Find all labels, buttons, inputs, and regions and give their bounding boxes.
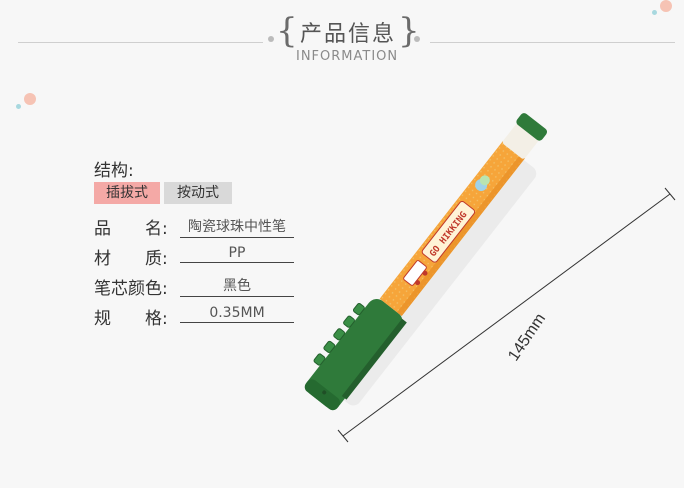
brace-left: { <box>276 11 298 51</box>
header-dot-right <box>414 36 420 42</box>
page-subtitle: INFORMATION <box>296 49 399 64</box>
header-line-left <box>18 42 263 43</box>
spec-label-name: 品 名: <box>94 219 168 239</box>
spec-label-size: 规 格: <box>94 309 168 329</box>
deco-dot-blue-tl <box>16 104 21 109</box>
deco-dot-blue-tr <box>652 10 657 15</box>
structure-label: 结构: <box>94 161 134 181</box>
pen-cap <box>304 299 407 411</box>
pen-barrel: GO HIKKING <box>379 141 525 316</box>
brace-right: } <box>398 11 420 51</box>
page-title: 产品信息 <box>300 22 397 47</box>
deco-dot-pink-tl <box>24 93 36 105</box>
spec-value-name: 陶瓷球珠中性笔 <box>180 216 294 238</box>
header-dot-left <box>268 36 274 42</box>
structure-option-plug: 插拔式 <box>94 182 160 204</box>
dimension-line <box>337 187 676 443</box>
spec-value-size: 0.35MM <box>180 305 294 323</box>
structure-option-press: 按动式 <box>164 182 232 204</box>
deco-dot-pink-tr <box>660 0 672 12</box>
header-line-right <box>430 42 675 43</box>
spec-label-refill-color: 笔芯颜色: <box>94 279 168 299</box>
spec-value-refill-color: 黑色 <box>180 275 294 297</box>
pen-end <box>502 113 548 159</box>
spec-value-material: PP <box>180 245 294 263</box>
dimension-label: 145mm <box>505 310 549 364</box>
spec-label-material: 材 质: <box>94 249 168 269</box>
